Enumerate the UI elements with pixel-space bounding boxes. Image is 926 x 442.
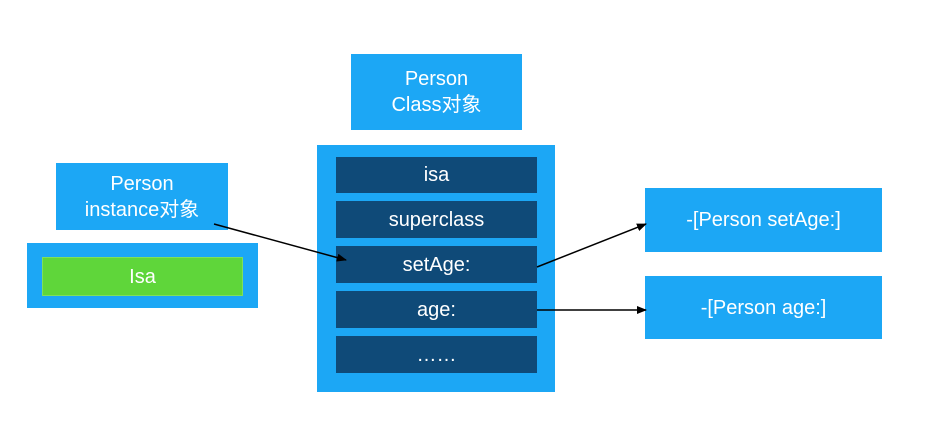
method-setage-box: -[Person setAge:] [645,188,882,252]
class-object-title-line1: Person [404,68,469,90]
class-row-isa-label: isa [423,164,450,186]
class-object-title-line2: Class对象 [391,94,482,116]
instance-object-title-line2: instance对象 [84,198,200,221]
class-row-setage: setAge: [336,246,537,283]
method-setage-label: -[Person setAge:] [686,209,841,231]
class-row-isa: isa [336,157,537,193]
instance-isa-field: Isa [42,257,243,296]
class-row-age: age: [336,291,537,328]
method-age-label: -[Person age:] [700,296,827,319]
class-row-setage-label: setAge: [402,253,471,276]
method-age-box: -[Person age:] [645,276,882,339]
class-row-ellipsis-label: …… [416,343,457,366]
instance-object-title-line1: Person [110,172,174,195]
class-row-age-label: age: [417,298,456,321]
class-row-ellipsis: …… [336,336,537,373]
class-row-superclass-label: superclass [388,208,485,231]
class-row-superclass: superclass [336,201,537,238]
instance-isa-label: Isa [129,265,156,288]
class-object-title: Person Class对象 [351,54,522,130]
instance-object-title: Person instance对象 [56,163,228,230]
